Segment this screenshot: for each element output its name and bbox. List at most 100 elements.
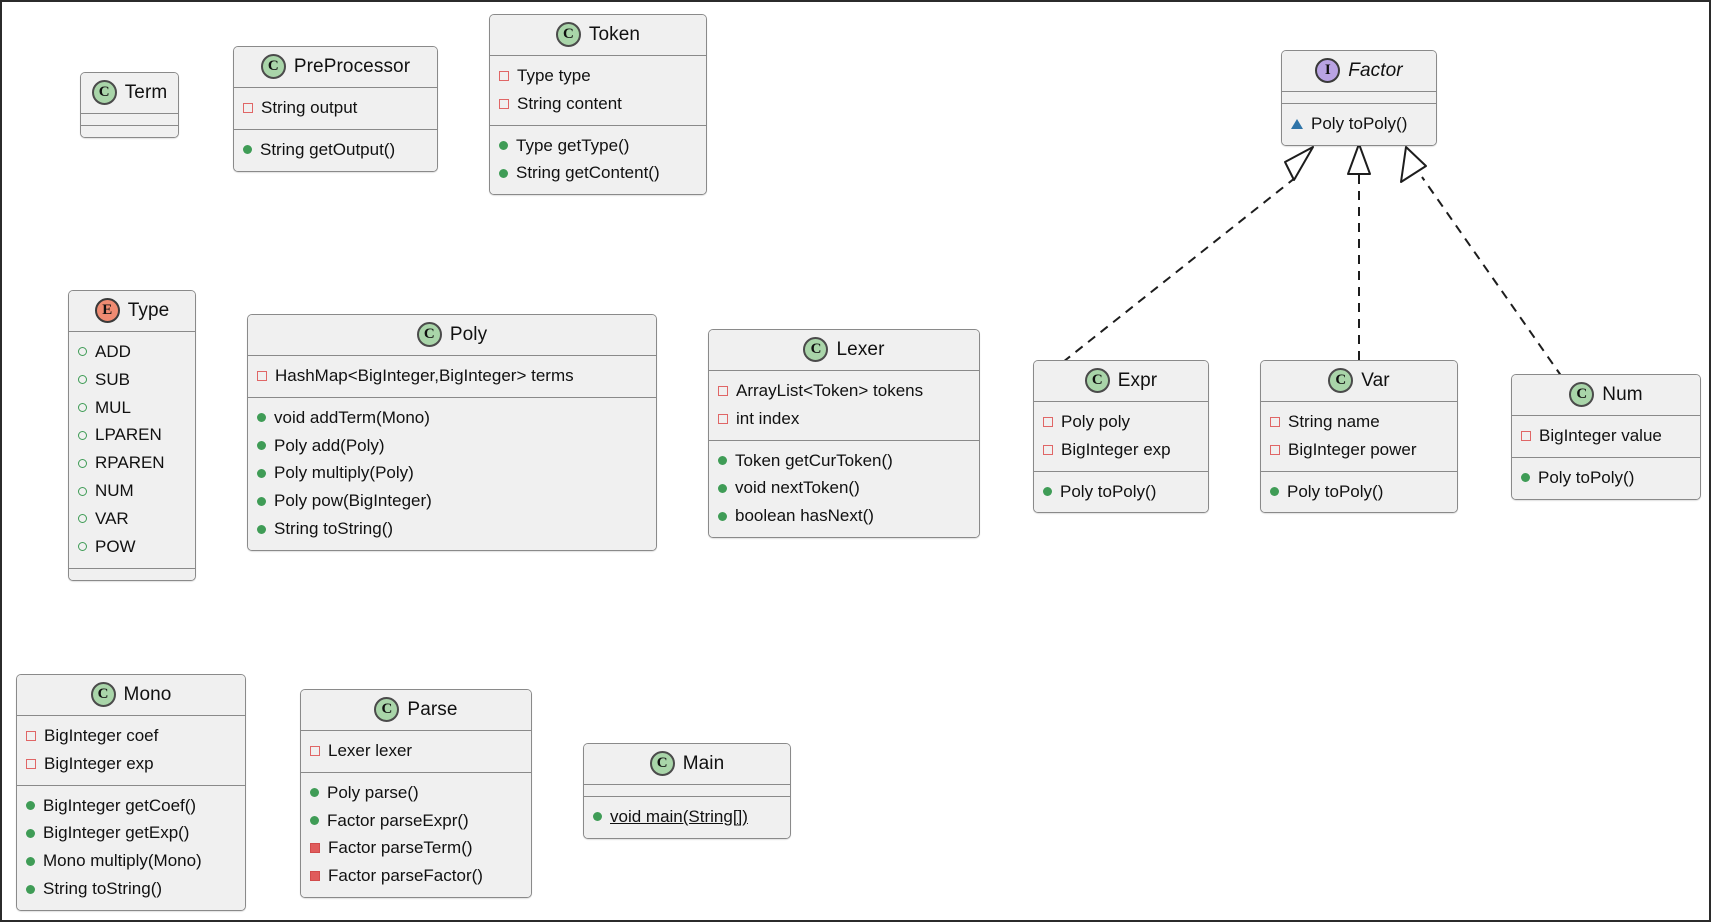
private-field-icon	[1270, 444, 1280, 455]
class-box-mono[interactable]: C Mono BigInteger coef BigInteger exp Bi…	[16, 674, 246, 911]
method-row: BigInteger getCoef()	[17, 792, 245, 820]
fields-compartment-preprocessor: String output	[234, 88, 437, 129]
fields-compartment-mono: BigInteger coef BigInteger exp	[17, 716, 245, 785]
fields-compartment-expr: Poly poly BigInteger exp	[1034, 402, 1208, 471]
member-label: Type type	[517, 66, 591, 85]
member-label: ArrayList<Token> tokens	[736, 381, 924, 400]
class-box-lexer[interactable]: C Lexer ArrayList<Token> tokens int inde…	[708, 329, 980, 539]
class-name-preprocessor: PreProcessor	[293, 55, 411, 77]
class-badge-icon: C	[649, 751, 675, 776]
private-method-icon	[310, 843, 320, 854]
member-label: String content	[517, 93, 622, 113]
method-row: String getContent()	[490, 159, 706, 187]
class-box-term[interactable]: C Term	[80, 72, 179, 138]
edge-expr-implements-factor	[1062, 146, 1314, 363]
class-badge-icon: C	[91, 80, 117, 105]
methods-compartment-expr: Poly toPoly()	[1034, 471, 1208, 513]
method-row: Poly pow(BigInteger)	[248, 487, 656, 515]
public-method-icon	[257, 468, 266, 478]
public-method-icon	[718, 511, 727, 521]
class-box-expr[interactable]: C Expr Poly poly BigInteger exp Poly toP…	[1033, 360, 1209, 514]
member-label: int index	[736, 408, 800, 428]
field-row: String output	[234, 94, 437, 122]
enum-constant-icon	[78, 430, 87, 440]
member-label: void main(String[])	[610, 807, 748, 826]
method-row: Factor parseExpr()	[301, 807, 531, 835]
method-row: Mono multiply(Mono)	[17, 847, 245, 875]
class-header-num: C Num	[1512, 375, 1700, 415]
class-name-main: Main	[682, 752, 725, 774]
methods-compartment-factor: Poly toPoly()	[1282, 104, 1436, 145]
private-field-icon	[257, 370, 267, 381]
fields-compartment-factor	[1282, 92, 1436, 103]
class-header-preprocessor: C PreProcessor	[234, 47, 437, 87]
constants-compartment-type: ADD SUB MUL LPAREN RPAREN NUM	[69, 332, 195, 568]
member-label: void addTerm(Mono)	[274, 407, 430, 427]
private-field-icon	[1521, 430, 1531, 441]
class-box-main[interactable]: C Main void main(String[])	[583, 743, 791, 839]
enum-constant-icon	[78, 375, 87, 385]
member-label: Lexer lexer	[328, 741, 413, 760]
methods-compartment-main: void main(String[])	[584, 797, 790, 838]
private-field-icon	[499, 98, 509, 109]
field-row: Poly poly	[1034, 408, 1208, 436]
class-name-parse: Parse	[407, 698, 458, 720]
fields-compartment-term	[81, 114, 178, 125]
class-name-poly: Poly	[449, 323, 488, 345]
interface-header-factor: I Factor	[1282, 51, 1436, 91]
member-label: VAR	[95, 508, 129, 528]
member-label: BigInteger exp	[1061, 439, 1171, 459]
class-name-num: Num	[1602, 383, 1643, 405]
methods-compartment-term	[81, 126, 178, 137]
member-label: Token getCurToken()	[735, 450, 893, 470]
class-box-token[interactable]: C Token Type type String content Type ge…	[489, 14, 707, 196]
public-method-icon	[257, 524, 266, 534]
methods-compartment-type	[69, 568, 195, 580]
enum-constant-row: NUM	[69, 477, 195, 505]
class-name-token: Token	[588, 23, 641, 45]
compartment-divider	[1282, 103, 1436, 104]
member-label: BigInteger getExp()	[43, 823, 190, 843]
member-label: BigInteger exp	[44, 753, 154, 773]
member-label: Poly pow(BigInteger)	[274, 491, 432, 511]
member-label: Poly toPoly()	[1060, 481, 1157, 501]
edge-num-implements-factor	[1400, 146, 1563, 378]
class-badge-icon: C	[1328, 368, 1354, 393]
class-box-num[interactable]: C Num BigInteger value Poly toPoly()	[1511, 374, 1701, 500]
class-name-lexer: Lexer	[836, 338, 885, 360]
method-row: Poly add(Poly)	[248, 432, 656, 460]
interface-box-factor[interactable]: I Factor Poly toPoly()	[1281, 50, 1437, 146]
class-box-poly[interactable]: C Poly HashMap<BigInteger,BigInteger> te…	[247, 314, 657, 551]
method-row: void nextToken()	[709, 474, 979, 502]
member-label: void nextToken()	[735, 478, 860, 498]
method-row: Poly toPoly()	[1512, 464, 1700, 492]
compartment-divider	[1282, 91, 1436, 92]
compartment-divider	[490, 124, 706, 126]
class-box-preprocessor[interactable]: C PreProcessor String output String getO…	[233, 46, 438, 172]
enum-box-type[interactable]: E Type ADD SUB MUL LPAREN RPARE	[68, 290, 196, 581]
member-label: String toString()	[274, 519, 394, 539]
compartment-divider	[1512, 415, 1700, 416]
field-row: BigInteger coef	[17, 722, 245, 750]
public-method-icon	[1270, 487, 1279, 497]
methods-compartment-mono: BigInteger getCoef() BigInteger getExp()…	[17, 785, 245, 910]
field-row: ArrayList<Token> tokens	[709, 377, 979, 405]
member-label: Factor parseFactor()	[328, 866, 483, 886]
enum-constant-icon	[78, 458, 87, 468]
methods-compartment-token: Type getType() String getContent()	[490, 125, 706, 195]
methods-compartment-parse: Poly parse() Factor parseExpr() Factor p…	[301, 772, 531, 898]
member-label: POW	[95, 536, 136, 556]
private-field-icon	[26, 758, 36, 769]
class-box-parse[interactable]: C Parse Lexer lexer Poly parse() Factor …	[300, 689, 532, 899]
method-row: Token getCurToken()	[709, 447, 979, 475]
member-label: boolean hasNext()	[735, 506, 874, 526]
enum-constant-icon	[78, 542, 87, 552]
public-method-icon	[26, 828, 35, 838]
compartment-divider	[301, 771, 531, 773]
class-name-mono: Mono	[123, 683, 172, 705]
member-label: Poly parse()	[327, 782, 419, 802]
member-label: Type getType()	[516, 135, 630, 155]
class-box-var[interactable]: C Var String name BigInteger power Poly …	[1260, 360, 1458, 514]
fields-compartment-poly: HashMap<BigInteger,BigInteger> terms	[248, 356, 656, 397]
